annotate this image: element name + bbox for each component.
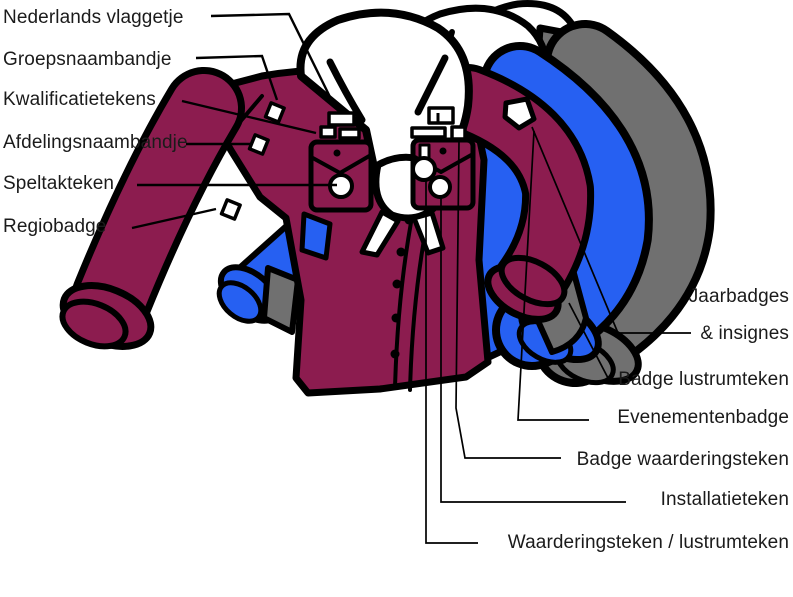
label-waarderingsteken-lustrumteken: Waarderingsteken / lustrumteken (507, 532, 789, 553)
line-badge-lustrumteken (568, 302, 612, 379)
sleeve-shoulder-badge (502, 96, 537, 131)
regiobadge-badge (219, 198, 242, 221)
label-speltakteken: Speltakteken (3, 173, 115, 194)
leader-lines-left (131, 12, 337, 230)
line-evenementenbadge (517, 130, 589, 421)
right-chest-small-badge (450, 125, 467, 141)
label-badge-lustrumteken: Badge lustrumteken (618, 369, 789, 390)
label-regiobadge: Regiobadge (3, 216, 107, 237)
afdelingsnaambandje-badge (247, 133, 270, 156)
installatieteken-badge (428, 175, 452, 199)
groepsnaambandje-badge (263, 101, 286, 124)
nederlands-vlaggetje-badge (327, 111, 356, 127)
leader-lines-right (425, 126, 691, 544)
line-groepsnaambandje (195, 54, 279, 101)
line-installatieteken (440, 196, 626, 503)
label-badge-waarderingsteken: Badge waarderingsteken (576, 449, 789, 470)
line-waarderingsteken (425, 178, 478, 544)
label-evenementenbadge: Evenementenbadge (617, 407, 789, 428)
label-groepsnaambandje: Groepsnaambandje (3, 49, 172, 70)
right-chest-square-badge (427, 106, 455, 125)
right-pocket-button (439, 147, 447, 155)
kwalificatieteken-badge-2 (338, 127, 361, 140)
maroon-left-arm (78, 74, 238, 332)
naambandje-badge (410, 126, 447, 139)
blue-armpit-wedge (299, 211, 333, 261)
label-insignes: & insignes (700, 323, 789, 344)
label-nederlands-vlaggetje: Nederlands vlaggetje (3, 7, 184, 28)
label-installatieteken: Installatieteken (660, 489, 789, 510)
label-jaarbadges: Jaarbadges (688, 286, 789, 307)
line-badge-waarderingsteken (455, 140, 561, 459)
kwalificatieteken-badge-1 (319, 125, 337, 139)
line-kwalificatietekens (181, 99, 317, 135)
line-nederlands-vlaggetje (210, 12, 335, 104)
line-regiobadge (131, 207, 217, 230)
left-pocket-button (333, 149, 341, 157)
gray-sleeve-sliver (261, 265, 301, 335)
gray-right-arm (541, 28, 707, 379)
line-jaarbadges (531, 126, 691, 334)
label-afdelingsnaambandje: Afdelingsnaambandje (3, 132, 188, 153)
waarderingsteken-badge (411, 156, 437, 182)
neckerchief-tail-left (359, 209, 401, 258)
label-kwalificatietekens: Kwalificatietekens (3, 89, 156, 110)
shirt-front-maroon (59, 8, 595, 397)
